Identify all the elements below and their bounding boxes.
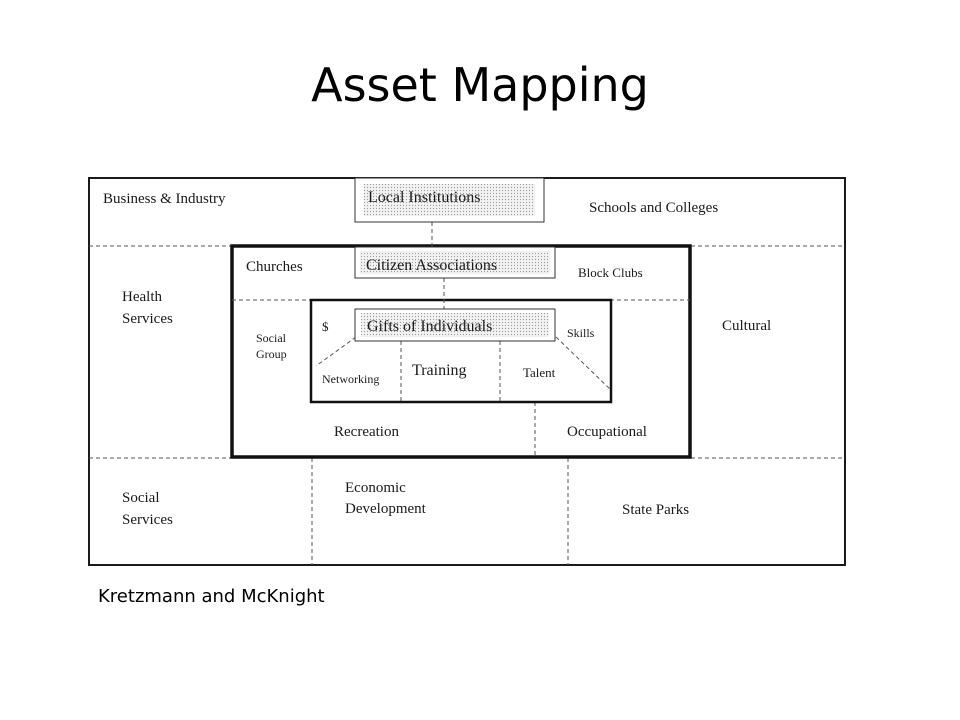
inner-diagonal-right — [555, 336, 612, 391]
economic-development-label: Economic Development — [345, 480, 427, 517]
cultural-label: Cultural — [722, 318, 771, 334]
citizen-associations-fill — [360, 251, 550, 274]
middle-frame — [230, 244, 692, 459]
skills-label: Skills — [567, 326, 595, 340]
outer-frame — [88, 177, 846, 566]
local-institutions-label: Local Institutions — [368, 189, 480, 206]
occupational-label: Occupational — [567, 424, 647, 440]
citizen-associations-label: Citizen Associations — [366, 257, 497, 274]
gifts-of-individuals-fill — [361, 313, 549, 337]
recreation-label: Recreation — [334, 424, 399, 440]
churches-label: Churches — [246, 259, 303, 275]
inner-frame — [309, 298, 613, 404]
social-group-label: Social Group — [256, 331, 289, 361]
dollar-label: $ — [322, 319, 329, 334]
state-parks-label: State Parks — [622, 502, 689, 518]
networking-label: Networking — [322, 372, 379, 386]
caption: Kretzmann and McKnight — [98, 586, 325, 607]
social-services-label: Social Services — [122, 490, 173, 528]
health-services-label: Health Services — [122, 289, 173, 327]
gifts-of-individuals-label: Gifts of Individuals — [367, 318, 492, 335]
training-label: Training — [412, 362, 467, 379]
schools-colleges-label: Schools and Colleges — [589, 200, 718, 216]
local-institutions-fill — [364, 184, 535, 216]
block-clubs-label: Block Clubs — [578, 265, 643, 280]
talent-label: Talent — [523, 365, 556, 380]
slide-title: Asset Mapping — [311, 58, 649, 112]
business-industry-label: Business & Industry — [103, 191, 226, 207]
inner-diagonal-left — [315, 336, 357, 367]
